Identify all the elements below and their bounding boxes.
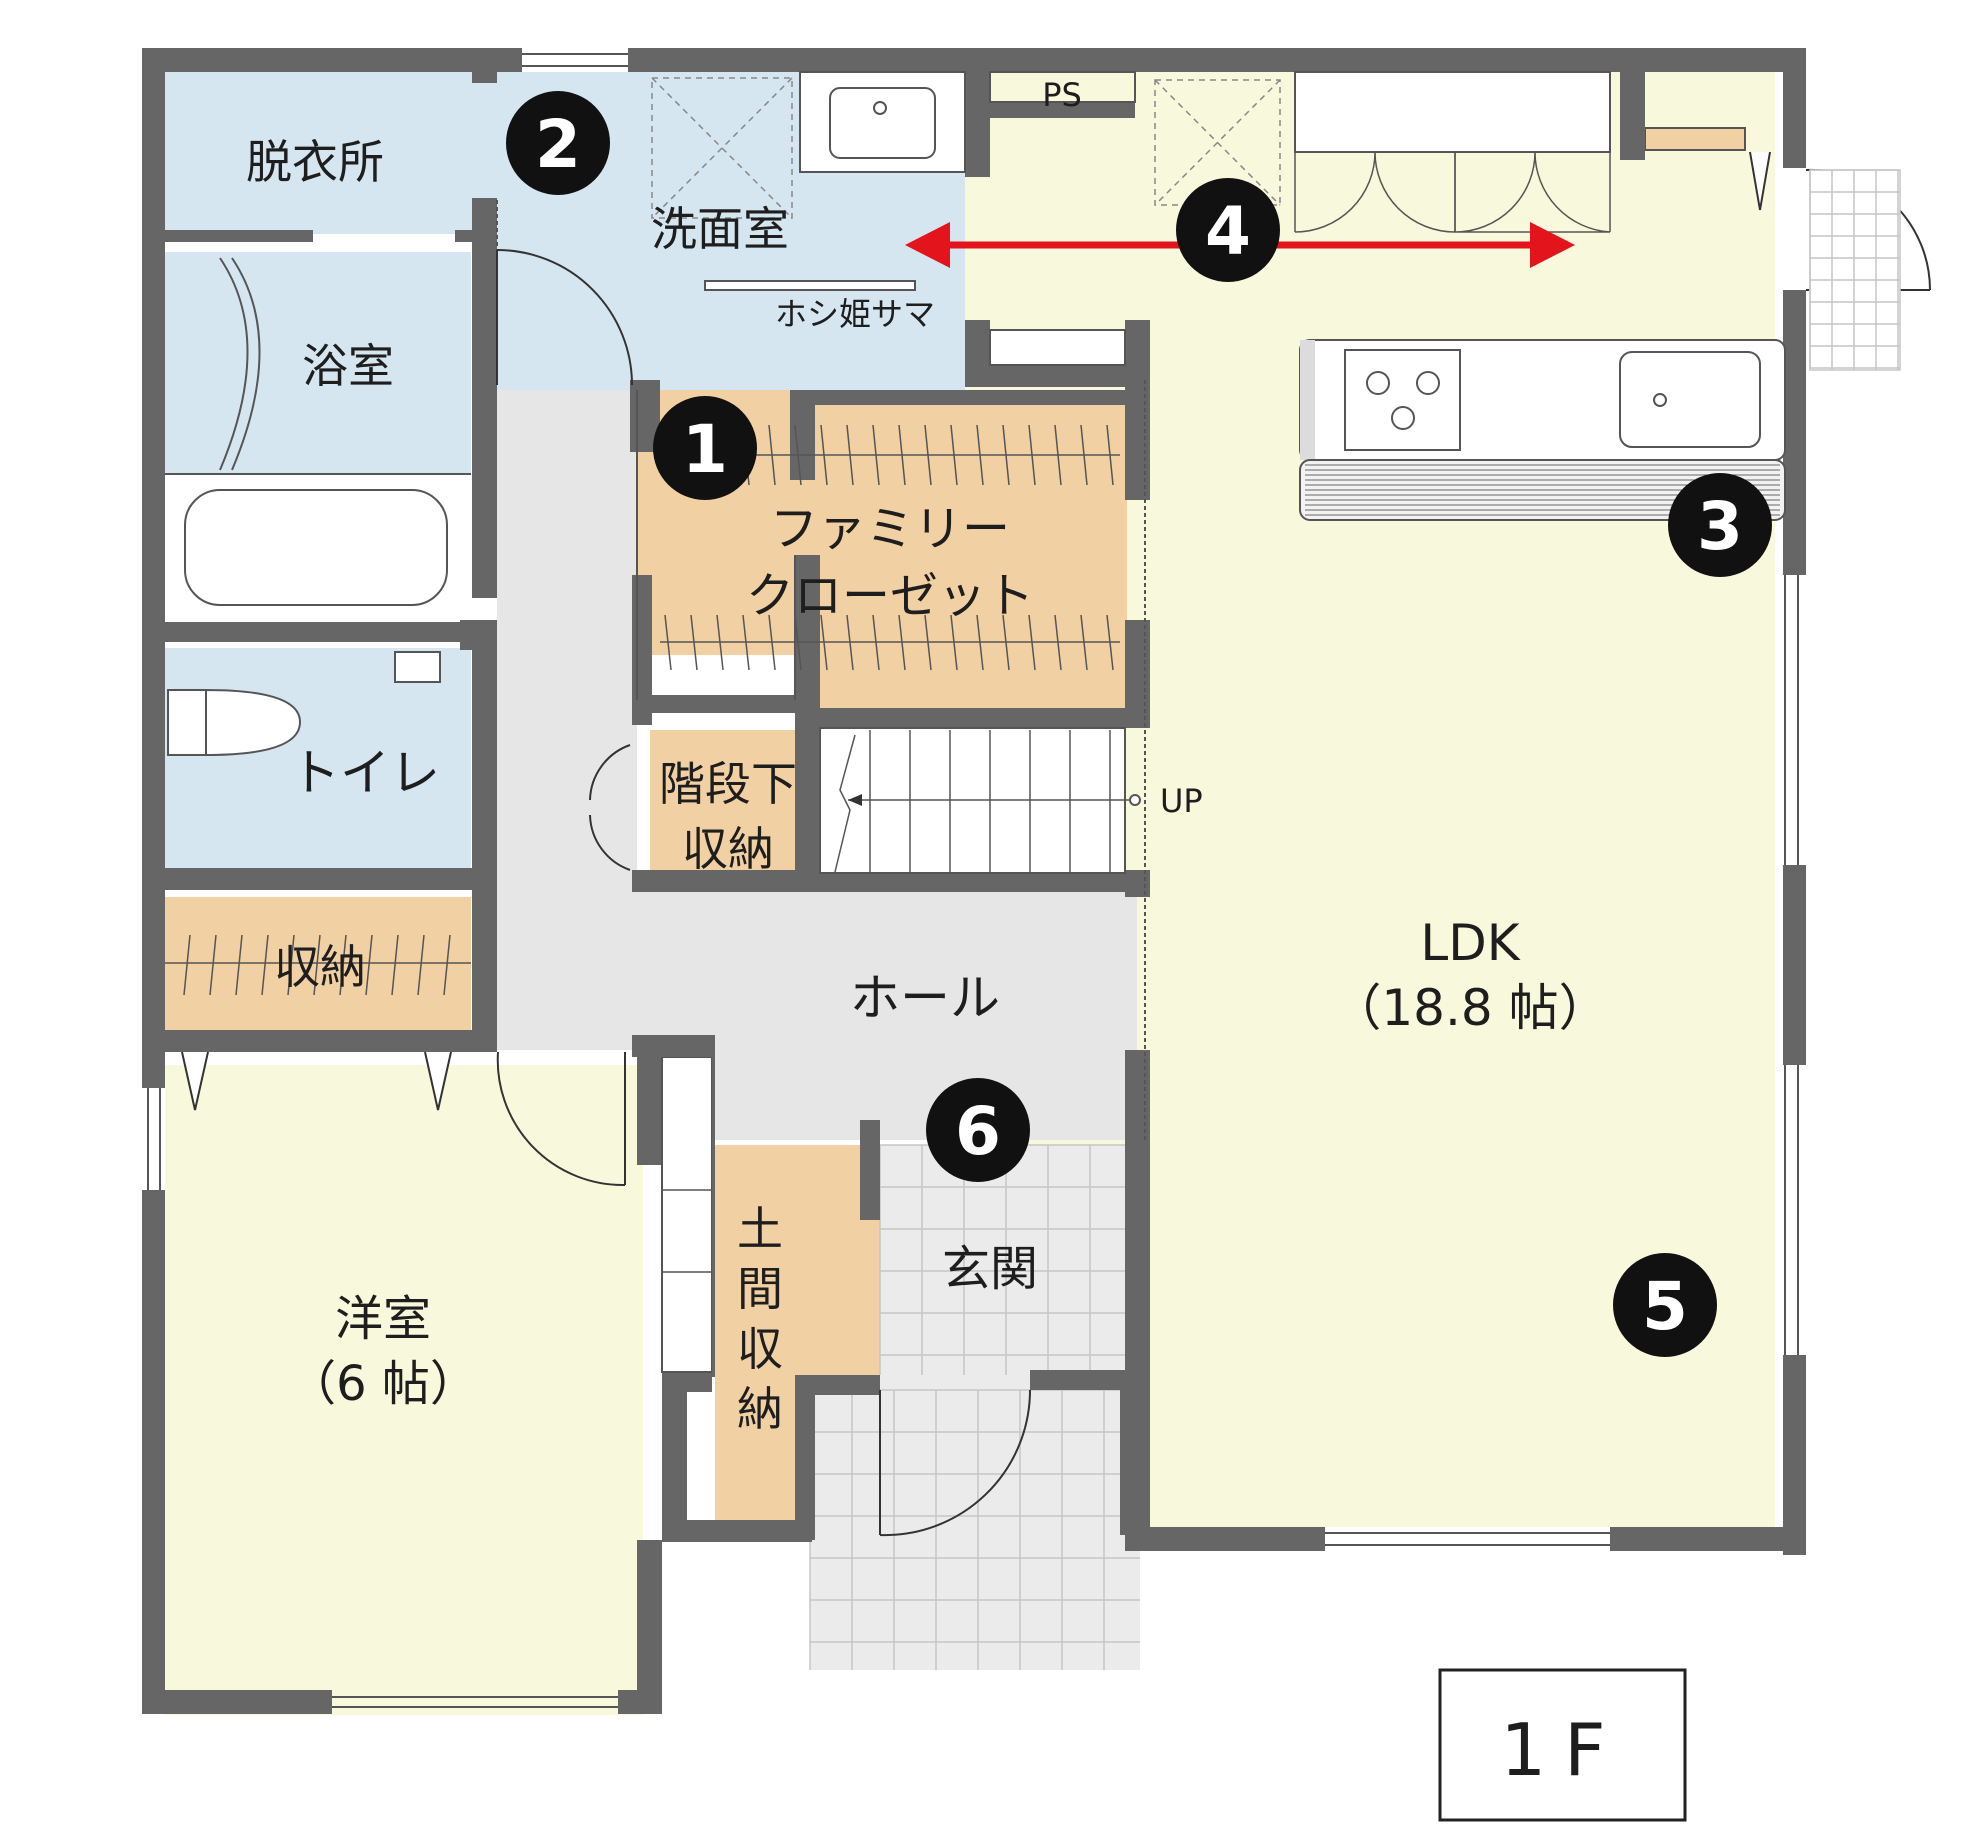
kitchen-sink-icon — [1619, 351, 1761, 448]
doma-storage-char: 間 — [737, 1262, 783, 1316]
fridge-space — [989, 329, 1126, 366]
number-markers: 1 2 3 4 5 6 — [506, 91, 1772, 1357]
marker-3: 3 — [1668, 473, 1772, 577]
hall-floor — [497, 390, 637, 1050]
sink-icon — [799, 71, 966, 173]
label-toilet: トイレ — [290, 744, 440, 802]
stairs — [819, 727, 1141, 874]
bathtub-icon — [184, 257, 448, 606]
label-hoshihime: ホシ姫サマ — [775, 295, 935, 333]
cupboard-icon — [1294, 71, 1611, 233]
label-family-closet-2: クローゼット — [746, 568, 1034, 624]
marker-2: 2 — [506, 91, 610, 195]
marker-6-text: 6 — [955, 1093, 1001, 1170]
ps-box — [989, 71, 1136, 103]
label-dressing: 脱衣所 — [246, 135, 384, 189]
doma-storage-char: 収 — [737, 1322, 783, 1376]
label-western-room-1: 洋室 — [335, 1291, 431, 1347]
label-under-stair-2: 収納 — [682, 822, 774, 876]
floor-badge: 1F — [1438, 1668, 1687, 1822]
room-labels: 脱衣所 洗面室 ホシ姫サマ 浴室 トイレ 収納 ファミリー クローゼット 階段下… — [246, 76, 1609, 1436]
room-fills — [165, 72, 1775, 1715]
toilet-icon — [167, 651, 441, 757]
label-hall: ホール — [850, 969, 1000, 1027]
marker-5: 5 — [1613, 1253, 1717, 1357]
balcony-grid — [1809, 169, 1901, 371]
toilet-floor — [165, 648, 471, 868]
marker-6: 6 — [926, 1078, 1030, 1182]
marker-4-text: 4 — [1205, 193, 1251, 270]
label-western-room-2: （6 帖） — [288, 1356, 478, 1412]
under-stair-floor — [650, 730, 795, 880]
dressing-floor — [165, 72, 497, 234]
label-ps: PS — [1042, 76, 1082, 114]
hanger-lines-west — [165, 934, 471, 996]
marker-4: 4 — [1176, 178, 1280, 282]
floor-label: 1F — [1500, 1708, 1623, 1792]
label-under-stair-1: 階段下 — [659, 757, 797, 811]
label-bath: 浴室 — [302, 339, 394, 393]
laundry-pole — [704, 280, 916, 291]
marker-5-text: 5 — [1642, 1268, 1688, 1345]
label-ldk-2: （18.8 帖） — [1331, 979, 1608, 1037]
doma-storage-char: 納 — [737, 1382, 783, 1436]
label-family-closet-1: ファミリー — [770, 501, 1010, 557]
marker-3-text: 3 — [1697, 488, 1743, 565]
porch-floor — [810, 1375, 1140, 1670]
stove-icon — [1344, 349, 1461, 451]
label-up: UP — [1160, 782, 1203, 820]
marker-1-text: 1 — [682, 411, 728, 488]
label-washroom: 洗面室 — [651, 202, 789, 256]
marker-1: 1 — [653, 396, 757, 500]
shoe-cabinet — [661, 1056, 713, 1373]
partition-lines — [147, 53, 1799, 1708]
label-ldk-1: LDK — [1420, 914, 1520, 972]
western-room-floor — [165, 1065, 643, 1715]
label-storage-west: 収納 — [274, 940, 366, 994]
label-entrance: 玄関 — [942, 1241, 1038, 1297]
folding-doors — [181, 151, 1771, 1111]
marker-2-text: 2 — [535, 106, 581, 183]
doma-storage-char: 土 — [737, 1202, 783, 1256]
